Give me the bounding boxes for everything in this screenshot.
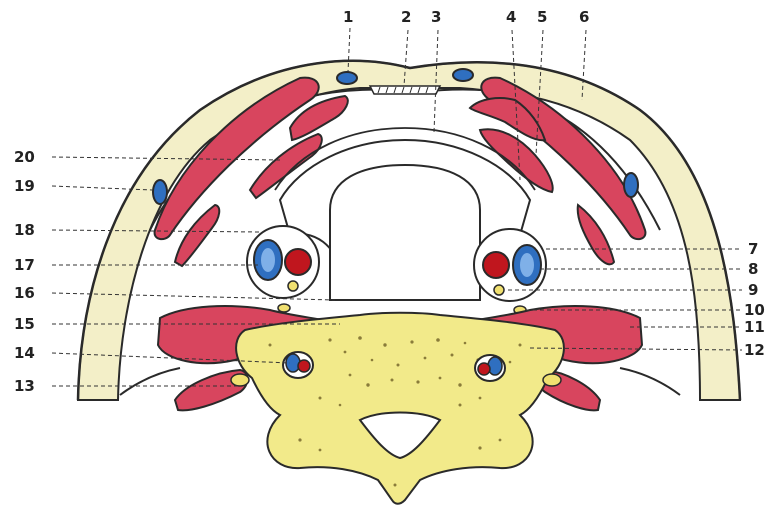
label-18: 18: [14, 221, 35, 239]
label-8: 8: [748, 260, 758, 278]
label-10: 10: [744, 301, 765, 319]
label-4: 4: [506, 8, 516, 26]
external-jugular-vein-right: [624, 173, 638, 197]
vertebral-vein-right: [488, 357, 502, 375]
label-3: 3: [431, 8, 441, 26]
internal-jugular-vein-left-lumen: [261, 248, 275, 272]
common-carotid-artery-right: [483, 252, 509, 278]
label-2: 2: [401, 8, 411, 26]
phrenic-nerve-right: [543, 374, 561, 386]
tracheal-lumen: [330, 165, 480, 300]
label-5: 5: [537, 8, 547, 26]
suprasternal-space: [370, 86, 440, 94]
label-12: 12: [744, 341, 765, 359]
label-16: 16: [14, 284, 35, 302]
label-7: 7: [748, 240, 758, 258]
vertebral-artery-right: [478, 363, 490, 375]
anterior-jugular-vein-left: [337, 72, 357, 84]
omohyoid-right: [578, 205, 614, 264]
vagus-nerve-left: [288, 281, 298, 291]
external-jugular-vein-left: [153, 180, 167, 204]
internal-jugular-vein-right-lumen: [520, 253, 534, 277]
label-15: 15: [14, 315, 35, 333]
label-19: 19: [14, 177, 35, 195]
label-1: 1: [343, 8, 353, 26]
label-13: 13: [14, 377, 35, 395]
anterior-jugular-vein-right: [453, 69, 473, 81]
phrenic-nerve-left: [231, 374, 249, 386]
cervical-vertebra: [236, 313, 564, 504]
label-6: 6: [579, 8, 589, 26]
vagus-nerve-right: [494, 285, 504, 295]
sympathetic-trunk-left: [278, 304, 290, 312]
label-11: 11: [744, 318, 765, 336]
common-carotid-artery-left: [285, 249, 311, 275]
vertebral-vein-left: [286, 354, 300, 372]
label-17: 17: [14, 256, 35, 274]
label-20: 20: [14, 148, 35, 166]
label-14: 14: [14, 344, 35, 362]
label-9: 9: [748, 281, 758, 299]
vertebral-artery-left: [298, 360, 310, 372]
